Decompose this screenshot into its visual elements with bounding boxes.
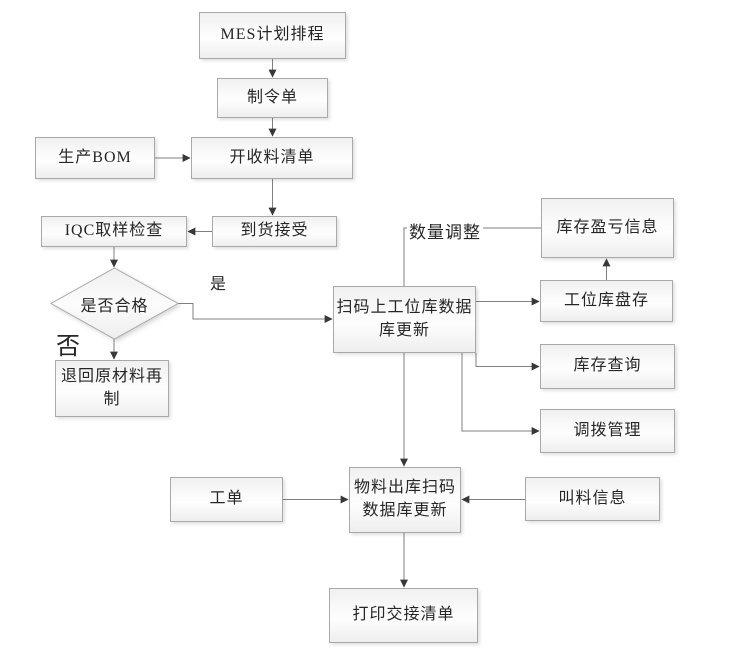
edge-scan-station-to-profit-loss (403, 227, 541, 286)
node-label: 库存盈亏信息 (556, 218, 659, 236)
node-label: 打印交接清单 (352, 606, 455, 624)
edge-label-no: 否 (56, 334, 81, 360)
node-inventory-query: 库存查询 (540, 344, 675, 389)
node-return-raw-material: 退回原材料再制 (55, 360, 169, 417)
node-iqc-sampling: IQC取样检查 (41, 216, 187, 247)
node-open-receiving-list: 开收料清单 (191, 137, 353, 179)
node-manufacture-order: 制令单 (217, 78, 328, 118)
node-label: 扫码上工位库数据库更新 (336, 298, 473, 339)
node-transfer-management: 调拨管理 (540, 409, 675, 453)
node-qualified-decision: 是否合格 (51, 268, 178, 339)
node-station-stocktaking: 工位库盘存 (540, 280, 673, 322)
node-material-call-info: 叫料信息 (525, 477, 660, 521)
node-work-order: 工单 (170, 477, 283, 522)
node-label: IQC取样检查 (64, 222, 164, 240)
node-label: 工单 (209, 490, 244, 508)
node-scan-station-update: 扫码上工位库数据库更新 (333, 286, 476, 353)
node-label: 开收料清单 (229, 148, 315, 166)
node-label: MES计划排程 (220, 26, 325, 44)
node-mes-schedule: MES计划排程 (199, 12, 346, 59)
node-inventory-profit-loss: 库存盈亏信息 (541, 198, 674, 258)
node-label: 制令单 (246, 88, 298, 106)
node-label: 工位库盘存 (563, 291, 649, 309)
node-label: 物料出库扫码数据库更新 (353, 479, 456, 519)
edge-label-yes: 是 (210, 276, 228, 293)
edge-decision-yes-to-scan-station (178, 303, 333, 323)
node-outbound-scan-update: 物料出库扫码数据库更新 (349, 467, 461, 533)
node-label: 是否合格 (80, 297, 149, 315)
decision-diamond-shape (49, 267, 180, 340)
node-label: 叫料信息 (558, 489, 627, 507)
edge-scan-station-to-transfer (461, 353, 540, 435)
node-print-handover-list: 打印交接清单 (329, 588, 478, 643)
node-label: 退回原材料再制 (60, 367, 163, 408)
edge-scan-station-to-inventory-query (475, 353, 540, 371)
node-label: 到货接受 (240, 222, 309, 240)
node-label: 生产BOM (58, 148, 132, 166)
node-label: 调拨管理 (573, 421, 642, 439)
node-label: 库存查询 (573, 357, 642, 375)
node-production-bom: 生产BOM (35, 137, 155, 179)
edge-label-quantity-adjustment: 数量调整 (407, 218, 483, 243)
node-arrival-acceptance: 到货接受 (212, 216, 337, 247)
